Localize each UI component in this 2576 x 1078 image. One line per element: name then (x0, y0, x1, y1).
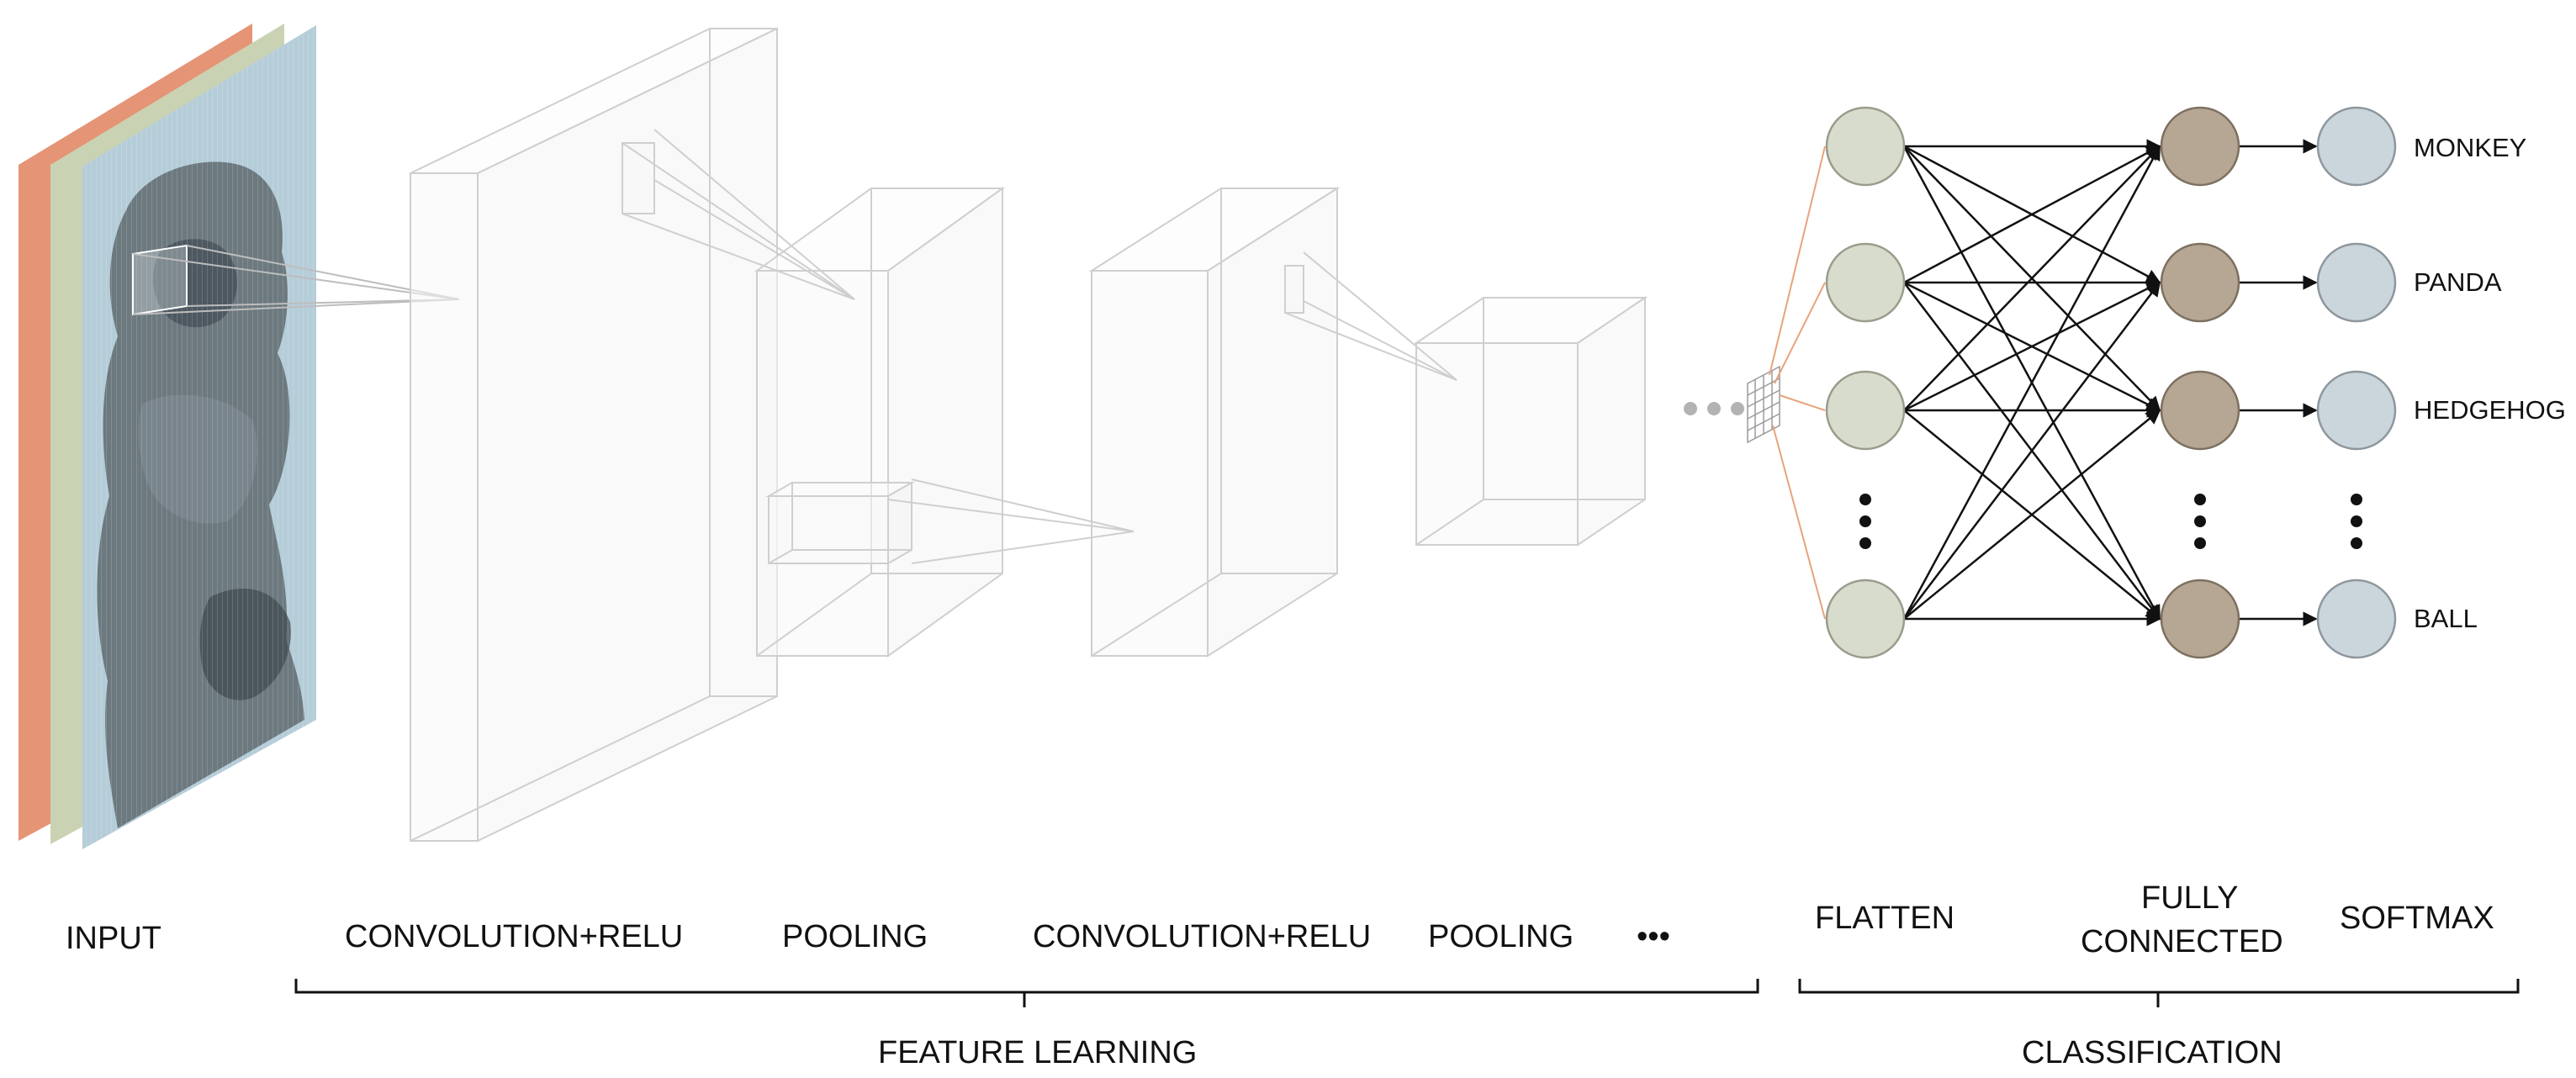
fc-node (2160, 242, 2240, 323)
group-label-classification: CLASSIFICATION (2022, 1035, 2282, 1070)
dense-edge (1903, 281, 2161, 620)
dense-edge (1902, 145, 2161, 620)
stage-label-input: INPUT (66, 921, 161, 956)
flatten-node (1825, 579, 1906, 659)
dense-edge (1903, 281, 2161, 412)
output-label-monkey: MONKEY (2414, 133, 2526, 162)
flatten-node (1825, 242, 1906, 323)
softmax-node (2316, 106, 2397, 187)
pool2-feature-map (1413, 296, 1648, 547)
softmax-node (2316, 370, 2397, 451)
kernel-projections (622, 129, 1457, 564)
dense-edge (1903, 409, 2161, 620)
fc-node (2160, 106, 2240, 187)
flatten-connections (1769, 145, 1826, 620)
pool1-feature-map (754, 187, 1006, 658)
feature-map-boxes (410, 27, 1648, 843)
conv2-kernel (1284, 265, 1304, 314)
stage-label-conv2: CONVOLUTION+RELU (1033, 919, 1371, 954)
stage-label-more: ••• (1637, 919, 1670, 954)
conv1-feature-map (410, 27, 778, 843)
stage-label-fully-line2: CONNECTED (2081, 924, 2283, 959)
stage-label-pool2: POOLING (1428, 919, 1574, 954)
feature-learning-brace (294, 979, 1759, 1007)
dense-edge (1903, 145, 2161, 411)
flatten-node (1825, 106, 1906, 187)
more-layers-dots (1684, 402, 1744, 415)
flatten-node (1825, 370, 1906, 451)
stage-label-conv1: CONVOLUTION+RELU (345, 919, 683, 954)
vertical-ellipsis-icons (1859, 494, 2362, 549)
stage-label-flatten: FLATTEN (1815, 901, 1954, 936)
classification-brace (1798, 979, 2520, 1007)
output-label-hedgehog: HEDGEHOG (2414, 395, 2566, 425)
output-label-panda: PANDA (2414, 267, 2502, 297)
group-label-feature-learning: FEATURE LEARNING (878, 1035, 1197, 1070)
input-image-stack (19, 24, 316, 849)
flatten-grid-icon (1747, 365, 1780, 444)
network-nodes (1825, 106, 2397, 659)
softmax-node (2316, 579, 2397, 659)
stage-label-softmax: SOFTMAX (2340, 901, 2494, 936)
dense-edge (1903, 145, 2161, 284)
fully-connected-edges (1902, 139, 2318, 626)
softmax-node (2316, 242, 2397, 323)
output-label-ball: BALL (2414, 604, 2478, 633)
stage-label-pool1: POOLING (782, 919, 928, 954)
fc-node (2160, 579, 2240, 659)
pool1-kernel (765, 481, 915, 565)
conv2-feature-map (1088, 187, 1341, 658)
fc-node (2160, 370, 2240, 451)
stage-label-fully-line1: FULLY (2141, 880, 2238, 916)
